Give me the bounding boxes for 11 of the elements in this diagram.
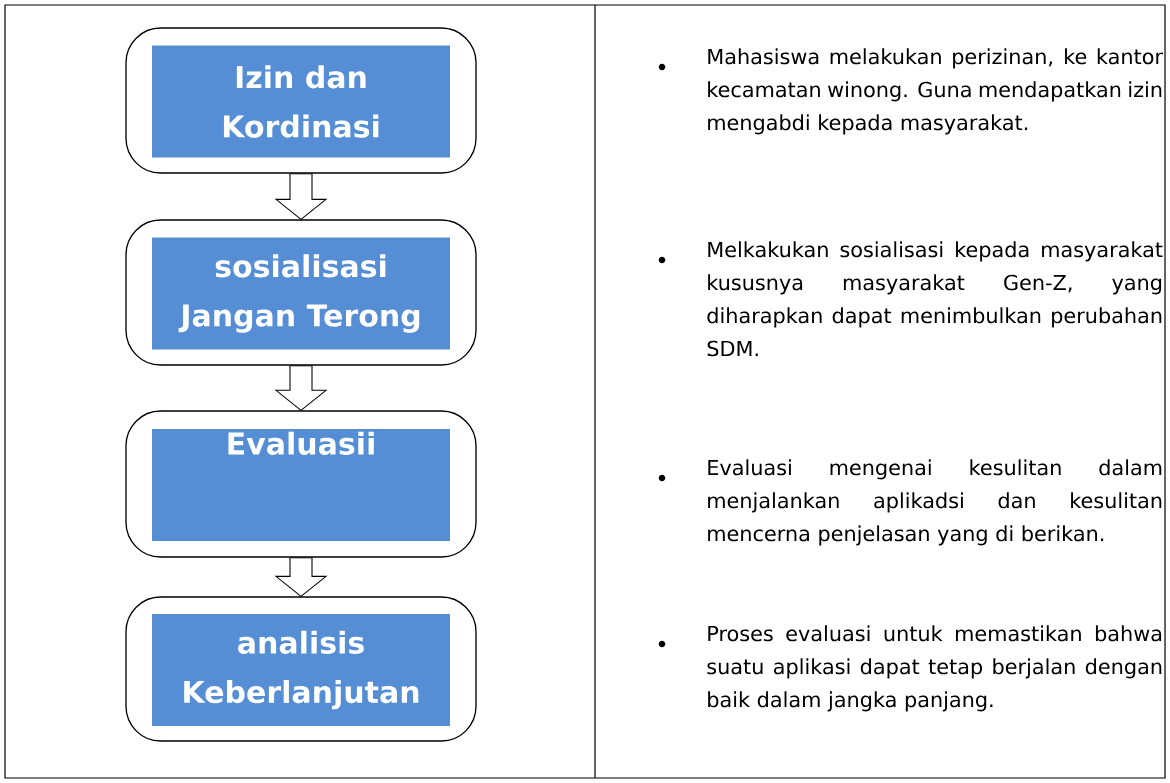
hollow-arrow: [274, 365, 328, 412]
process-box: analisis Keberlanjutan: [152, 614, 450, 726]
bullet-text: Melkakukan sosialisasi kepada masyarakat kususnya masyarakat Gen-Z, yang diharapkan dapat menimbulkan perubahan SDM.: [707, 241, 1163, 357]
hollow-arrow: [274, 557, 328, 598]
bullet-text: Proses evaluasi untuk memastikan bahwa suatu aplikasi dapat tetap berjalan dengan baik dalam jangka panjang.: [707, 625, 1162, 712]
process-box: sosialisasi Jangan Terong: [152, 237, 450, 350]
hollow-arrow: [274, 173, 328, 221]
process-box: Evaluasii: [152, 429, 450, 541]
bullet-text: Evaluasi mengenai kesulitan dalam menjalankan aplikadsi dan kesulitan mencerna penjelasan yang di berikan.: [708, 459, 1162, 546]
bullet-text: Mahasiswa melakukan perizinan, ke kantor kecamatan winong. Guna mendapatkan izin mengabdi kepada masyarakat.: [708, 48, 1163, 135]
process-box: Izin dan Kordinasi: [152, 45, 450, 158]
